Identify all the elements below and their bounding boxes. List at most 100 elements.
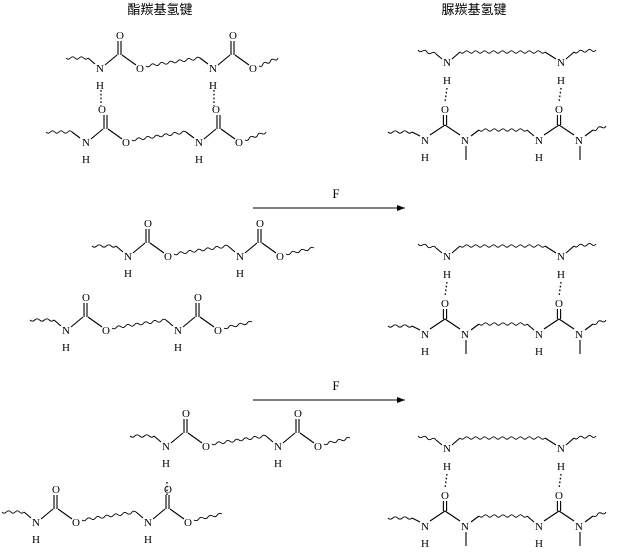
c-n-bond xyxy=(444,318,461,330)
nitrogen-atom: N xyxy=(82,137,90,149)
c-o-bond xyxy=(121,54,137,66)
n-c-bond xyxy=(244,242,258,254)
chain-n-bond xyxy=(411,517,421,523)
c-o-bond xyxy=(57,508,73,520)
polymer-chain xyxy=(91,244,117,248)
nitrogen-atom: N xyxy=(421,521,429,533)
nitrogen-atom: N xyxy=(535,329,543,341)
c-o-bond xyxy=(169,508,185,520)
n-c-bond xyxy=(217,54,231,66)
c-n-bond xyxy=(543,510,560,522)
carbonyl-oxygen-atom: O xyxy=(441,490,449,502)
chain-n-bond xyxy=(135,511,144,519)
c-o-bond xyxy=(299,432,315,444)
c-n-bond xyxy=(429,124,446,136)
carbonyl-oxygen-atom: O xyxy=(116,30,124,42)
polymer-chain xyxy=(129,434,155,438)
hydrogen-atom: H xyxy=(82,154,90,166)
chain-n-bond xyxy=(565,437,575,446)
chain-n-bond xyxy=(185,131,195,139)
n-c-bond xyxy=(40,508,54,520)
chain-n-bond xyxy=(526,129,535,137)
nitrogen-atom: N xyxy=(236,251,244,263)
hydrogen-atom: H xyxy=(535,346,543,358)
polymer-chain xyxy=(478,128,528,132)
c-o-bond xyxy=(187,432,203,444)
nitrogen-atom: N xyxy=(96,63,104,75)
c-n-bond xyxy=(444,124,461,136)
c-n-bond xyxy=(543,318,560,330)
carbonyl-oxygen-atom: O xyxy=(212,104,220,116)
carbonyl-oxygen-atom: O xyxy=(555,298,563,310)
polymer-chain xyxy=(417,49,437,55)
carbonyl-oxygen-atom: O xyxy=(52,484,60,496)
hydrogen-atom: H xyxy=(557,461,565,473)
polymer-chain xyxy=(387,130,413,134)
chain-n-bond xyxy=(87,57,96,65)
nitrogen-atom: N xyxy=(124,251,132,263)
ester-title: 酯羰基氢键 xyxy=(127,3,192,18)
n-c-bond xyxy=(90,128,104,140)
chain-n-bond xyxy=(153,435,162,443)
polymer-chain xyxy=(145,56,201,68)
ester-oxygen-atom: O xyxy=(276,251,284,263)
chain-n-bond xyxy=(165,319,174,327)
hydrogen-atom: H xyxy=(32,534,40,546)
hydrogen-bond-dots xyxy=(444,473,448,489)
polymer-chain xyxy=(81,510,137,522)
polymer-chain xyxy=(45,130,73,134)
n-c-bond xyxy=(203,128,217,140)
c-n-bond xyxy=(558,318,575,330)
n-c-bond xyxy=(182,316,196,328)
polymer-chain xyxy=(65,56,89,60)
c-o-bond xyxy=(149,242,165,254)
polymer-chain xyxy=(193,512,223,522)
polymer-chain xyxy=(459,244,546,248)
n-c-bond xyxy=(132,242,146,254)
nitrogen-atom: N xyxy=(421,135,429,147)
n-c-bond xyxy=(152,508,166,520)
n-c-bond xyxy=(104,54,118,66)
polymer-chain xyxy=(478,514,528,518)
hydrogen-atom: H xyxy=(557,75,565,87)
hydrogen-atom: H xyxy=(421,538,429,550)
arrow-2: F xyxy=(253,378,405,403)
polymer-chain xyxy=(573,242,597,248)
carbonyl-oxygen-atom: O xyxy=(98,104,106,116)
hydrogen-atom: H xyxy=(209,80,217,92)
carbonyl-oxygen-atom: O xyxy=(256,218,264,230)
polymer-chain xyxy=(323,436,351,446)
carbonyl-oxygen-atom: O xyxy=(294,408,302,420)
chain-n-bond xyxy=(584,515,594,523)
ester-oxygen-atom: O xyxy=(314,441,322,453)
chain-n-bond xyxy=(565,245,575,254)
hydrogen-bond-dots xyxy=(444,87,448,103)
polymer-chain xyxy=(592,319,607,326)
nitrogen-atom: N xyxy=(461,521,469,533)
c-o-bond xyxy=(87,316,103,328)
hydrogen-bond-dots xyxy=(444,281,448,297)
arrow-1: F xyxy=(253,186,405,211)
nitrogen-atom: N xyxy=(274,441,282,453)
hydrogen-bond-dots xyxy=(558,281,562,297)
ester-oxygen-atom: O xyxy=(202,441,210,453)
ester-oxygen-atom: O xyxy=(184,517,192,529)
chain-n-bond xyxy=(544,437,557,446)
chain-n-bond xyxy=(544,245,557,254)
hydrogen-atom: H xyxy=(535,538,543,550)
c-o-bond xyxy=(234,54,250,66)
chain-n-bond xyxy=(115,245,124,253)
nitrogen-atom: N xyxy=(557,57,565,69)
nitrogen-atom: N xyxy=(144,517,152,529)
chain-n-bond xyxy=(544,51,557,60)
chain-n-bond xyxy=(227,245,236,253)
n-c-bond xyxy=(70,316,84,328)
chain-n-bond xyxy=(526,323,535,331)
chain-n-bond xyxy=(411,131,421,137)
arrow-2-label: F xyxy=(332,378,339,393)
polymer-chain xyxy=(459,436,546,440)
nitrogen-atom: N xyxy=(575,521,583,533)
hydrogen-atom: H xyxy=(96,80,104,92)
